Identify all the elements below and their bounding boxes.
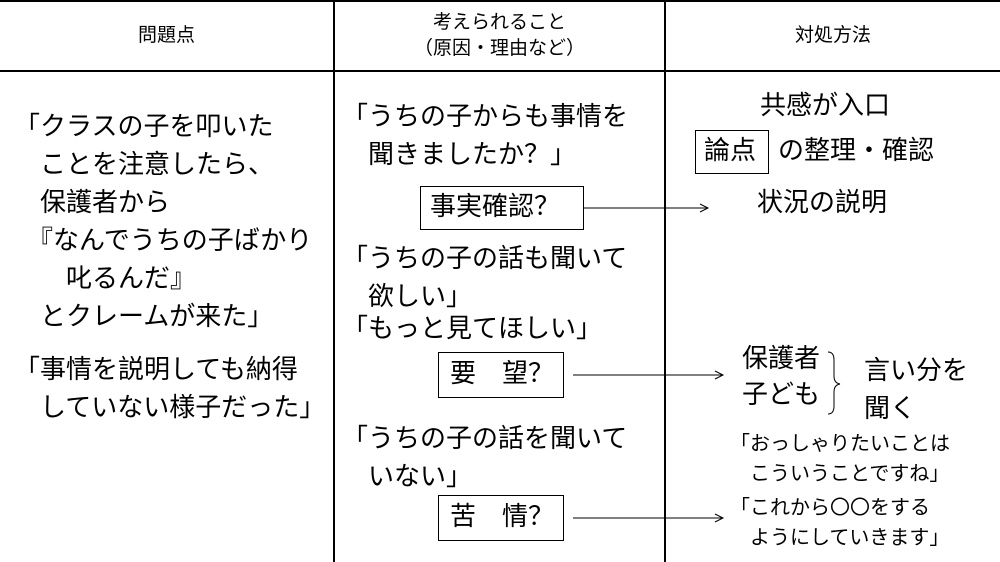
problem-complaint-text: 「クラスの子を叩いた ことを注意したら、 保護者から 『なんでうちの子ばかり 叱… (14, 112, 313, 332)
header-response: 対処方法 (794, 24, 871, 46)
header-causes-line1: 考えられること (432, 11, 566, 33)
tag-request-box (438, 352, 564, 398)
response-phrase-understand: 「おっしゃりたいことは こういうことですね」 (730, 431, 950, 485)
response-ronten: 論点 (704, 136, 757, 166)
header-divider (0, 70, 1000, 72)
response-listen: 言い分を 聞く (864, 356, 969, 424)
column-divider-1 (333, 0, 335, 562)
brace-bracket (827, 351, 841, 415)
response-organize-confirm: の整理・確認 (778, 136, 935, 166)
tag-complaint-box (438, 495, 564, 541)
table-top-border (0, 0, 1000, 2)
cause-quote-not-listening: 「うちの子の話を聞いて いない」 (342, 424, 628, 492)
tag-fact-check-box (420, 186, 584, 230)
ronten-box (695, 130, 769, 174)
header-problem: 問題点 (137, 24, 195, 46)
problem-not-convinced-text: 「事情を説明しても納得 していない様子だった」 (14, 355, 326, 423)
tag-fact-check: 事実確認？ (430, 192, 561, 222)
column-divider-2 (664, 0, 666, 562)
cause-quote-asked: 「うちの子からも事情を 聞きましたか？」 (342, 102, 629, 170)
header-causes-line2: （原因・理由など） (413, 37, 585, 59)
response-empathy: 共感が入口 (760, 91, 891, 121)
response-guardian: 保護者 (742, 344, 821, 374)
tag-request: 要 望？ (450, 359, 555, 389)
cause-quote-listen-too: 「うちの子の話も聞いて 欲しい」 (342, 244, 628, 312)
response-explain-situation: 状況の説明 (757, 188, 888, 218)
response-phrase-will-do: 「これから〇〇をする ようにしていきます」 (730, 495, 950, 549)
response-child: 子ども (742, 380, 821, 410)
cause-quote-watch-more: 「もっと見てほしい」 (342, 314, 603, 344)
tag-complaint: 苦 情？ (450, 502, 555, 532)
